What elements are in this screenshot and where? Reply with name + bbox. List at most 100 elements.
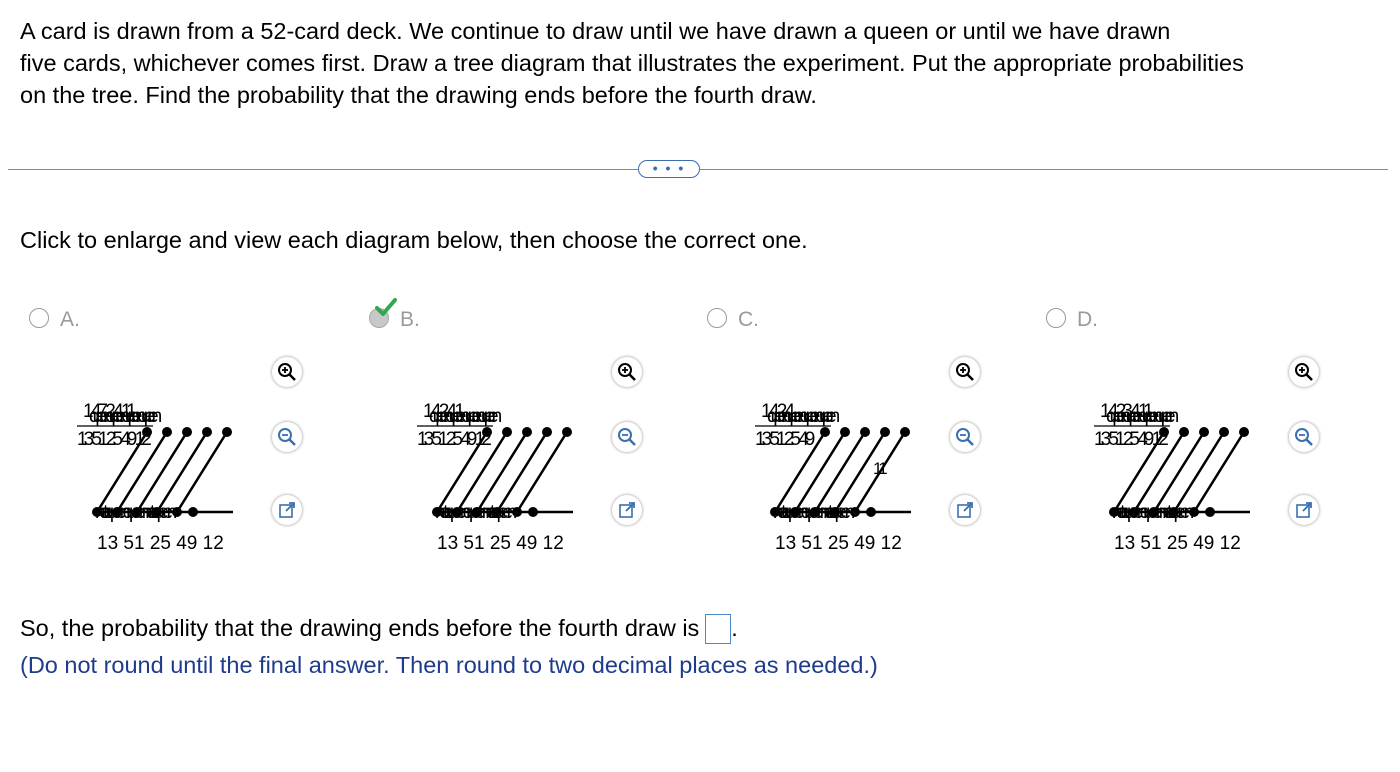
tree-node (860, 427, 870, 437)
tree-node (522, 427, 532, 437)
zoom-in-button[interactable] (1289, 357, 1319, 387)
option-letter: B. (400, 308, 420, 331)
question-line-2: five cards, whichever comes first. Draw … (20, 50, 1244, 76)
tree-branch (155, 431, 209, 513)
answer-input[interactable] (705, 614, 732, 644)
tree-branch (833, 431, 887, 513)
tree-bottom-numbers: 13 51 25 49 12 (437, 533, 564, 554)
tree-bottom-words: not a queen queen not a queen (1112, 502, 1194, 523)
tree-branch (813, 431, 867, 513)
tree-node (452, 507, 462, 517)
tree-branch (1192, 431, 1246, 513)
zoom-out-button[interactable] (272, 422, 302, 452)
check-icon (375, 298, 397, 323)
tree-branch (475, 431, 529, 513)
option-letter: A. (60, 308, 80, 331)
tree-node (512, 507, 522, 517)
zoom-out-button[interactable] (1289, 422, 1319, 452)
tree-top-numbers: 1 4 2 4 (761, 401, 796, 422)
expand-button[interactable] (272, 495, 302, 525)
tree-branch (1152, 431, 1206, 513)
tree-bottom-words: not a queen queen not a queen (773, 502, 855, 523)
tree-node (492, 507, 502, 517)
question-text: A card is drawn from a 52-card deck. We … (20, 15, 1382, 111)
option-radio[interactable] (29, 308, 49, 328)
option-radio[interactable] (1046, 308, 1066, 328)
answer-row: So, the probability that the drawing end… (20, 614, 738, 644)
tree-node (132, 507, 142, 517)
tree-branch (773, 431, 827, 513)
tree-mid-numbers: 13 51 25 49 12 (77, 429, 151, 450)
option-radio[interactable] (707, 308, 727, 328)
zoom-in-button[interactable] (612, 357, 642, 387)
tree-node (188, 507, 198, 517)
tree-branch (115, 431, 169, 513)
tree-node (472, 507, 482, 517)
tree-node (1205, 507, 1215, 517)
tree-node (1159, 427, 1169, 437)
answer-prompt: So, the probability that the drawing end… (20, 615, 700, 641)
tree-node (820, 427, 830, 437)
zoom-in-button[interactable] (272, 357, 302, 387)
tree-bottom-numbers: 13 51 25 49 12 (1114, 533, 1241, 554)
zoom-out-button[interactable] (950, 422, 980, 452)
tree-top-words: queen queen queen queen (767, 406, 840, 427)
tree-mid-numbers: 13 51 25 49 (755, 429, 815, 450)
instruction-text: Click to enlarge and view each diagram b… (20, 227, 808, 253)
tree-node (182, 427, 192, 437)
expand-button[interactable] (950, 495, 980, 525)
tree-node (562, 427, 572, 437)
tree-node (830, 507, 840, 517)
option-letter: C. (738, 308, 759, 331)
tree-node (202, 427, 212, 437)
tree-branch (435, 431, 489, 513)
expand-question-button[interactable]: • • • (638, 160, 700, 178)
tree-node (1219, 427, 1229, 437)
zoom-out-button[interactable] (612, 422, 642, 452)
tree-node (1149, 507, 1159, 517)
tree-node (1199, 427, 1209, 437)
question-line-3: on the tree. Find the probability that t… (20, 82, 817, 108)
tree-node (880, 427, 890, 437)
tree-branch (1132, 431, 1186, 513)
tree-mid-numbers: 13 51 25 49 12 (1094, 429, 1168, 450)
tree-node (866, 507, 876, 517)
rounding-note: (Do not round until the final answer. Th… (20, 652, 878, 678)
option-letter: D. (1077, 308, 1098, 331)
tree-branch (793, 431, 847, 513)
tree-node (900, 427, 910, 437)
tree-mid-numbers: 13 51 25 49 12 (417, 429, 491, 450)
tree-node (840, 427, 850, 437)
tree-node (770, 507, 780, 517)
zoom-in-button[interactable] (950, 357, 980, 387)
tree-top-numbers: 1 4 2 4 1 (423, 401, 464, 422)
tree-branch (1112, 431, 1166, 513)
expand-button[interactable] (1289, 495, 1319, 525)
tree-branch (515, 431, 569, 513)
tree-top-numbers: 1 47 2 4 11 (83, 401, 136, 422)
tree-node (1179, 427, 1189, 437)
tree-node (1169, 507, 1179, 517)
tree-top-numbers: 1 4 23 4 11 (1100, 401, 1153, 422)
tree-branch (135, 431, 189, 513)
question-line-1: A card is drawn from a 52-card deck. We … (20, 18, 1171, 44)
tree-branch (495, 431, 549, 513)
tree-node (162, 427, 172, 437)
tree-node (222, 427, 232, 437)
expand-button[interactable] (612, 495, 642, 525)
tree-bottom-numbers: 13 51 25 49 12 (775, 533, 902, 554)
tree-node (528, 507, 538, 517)
tree-branch (853, 431, 907, 513)
tree-node (790, 507, 800, 517)
answer-suffix: . (731, 615, 738, 641)
tree-node (172, 507, 182, 517)
tree-node (1129, 507, 1139, 517)
